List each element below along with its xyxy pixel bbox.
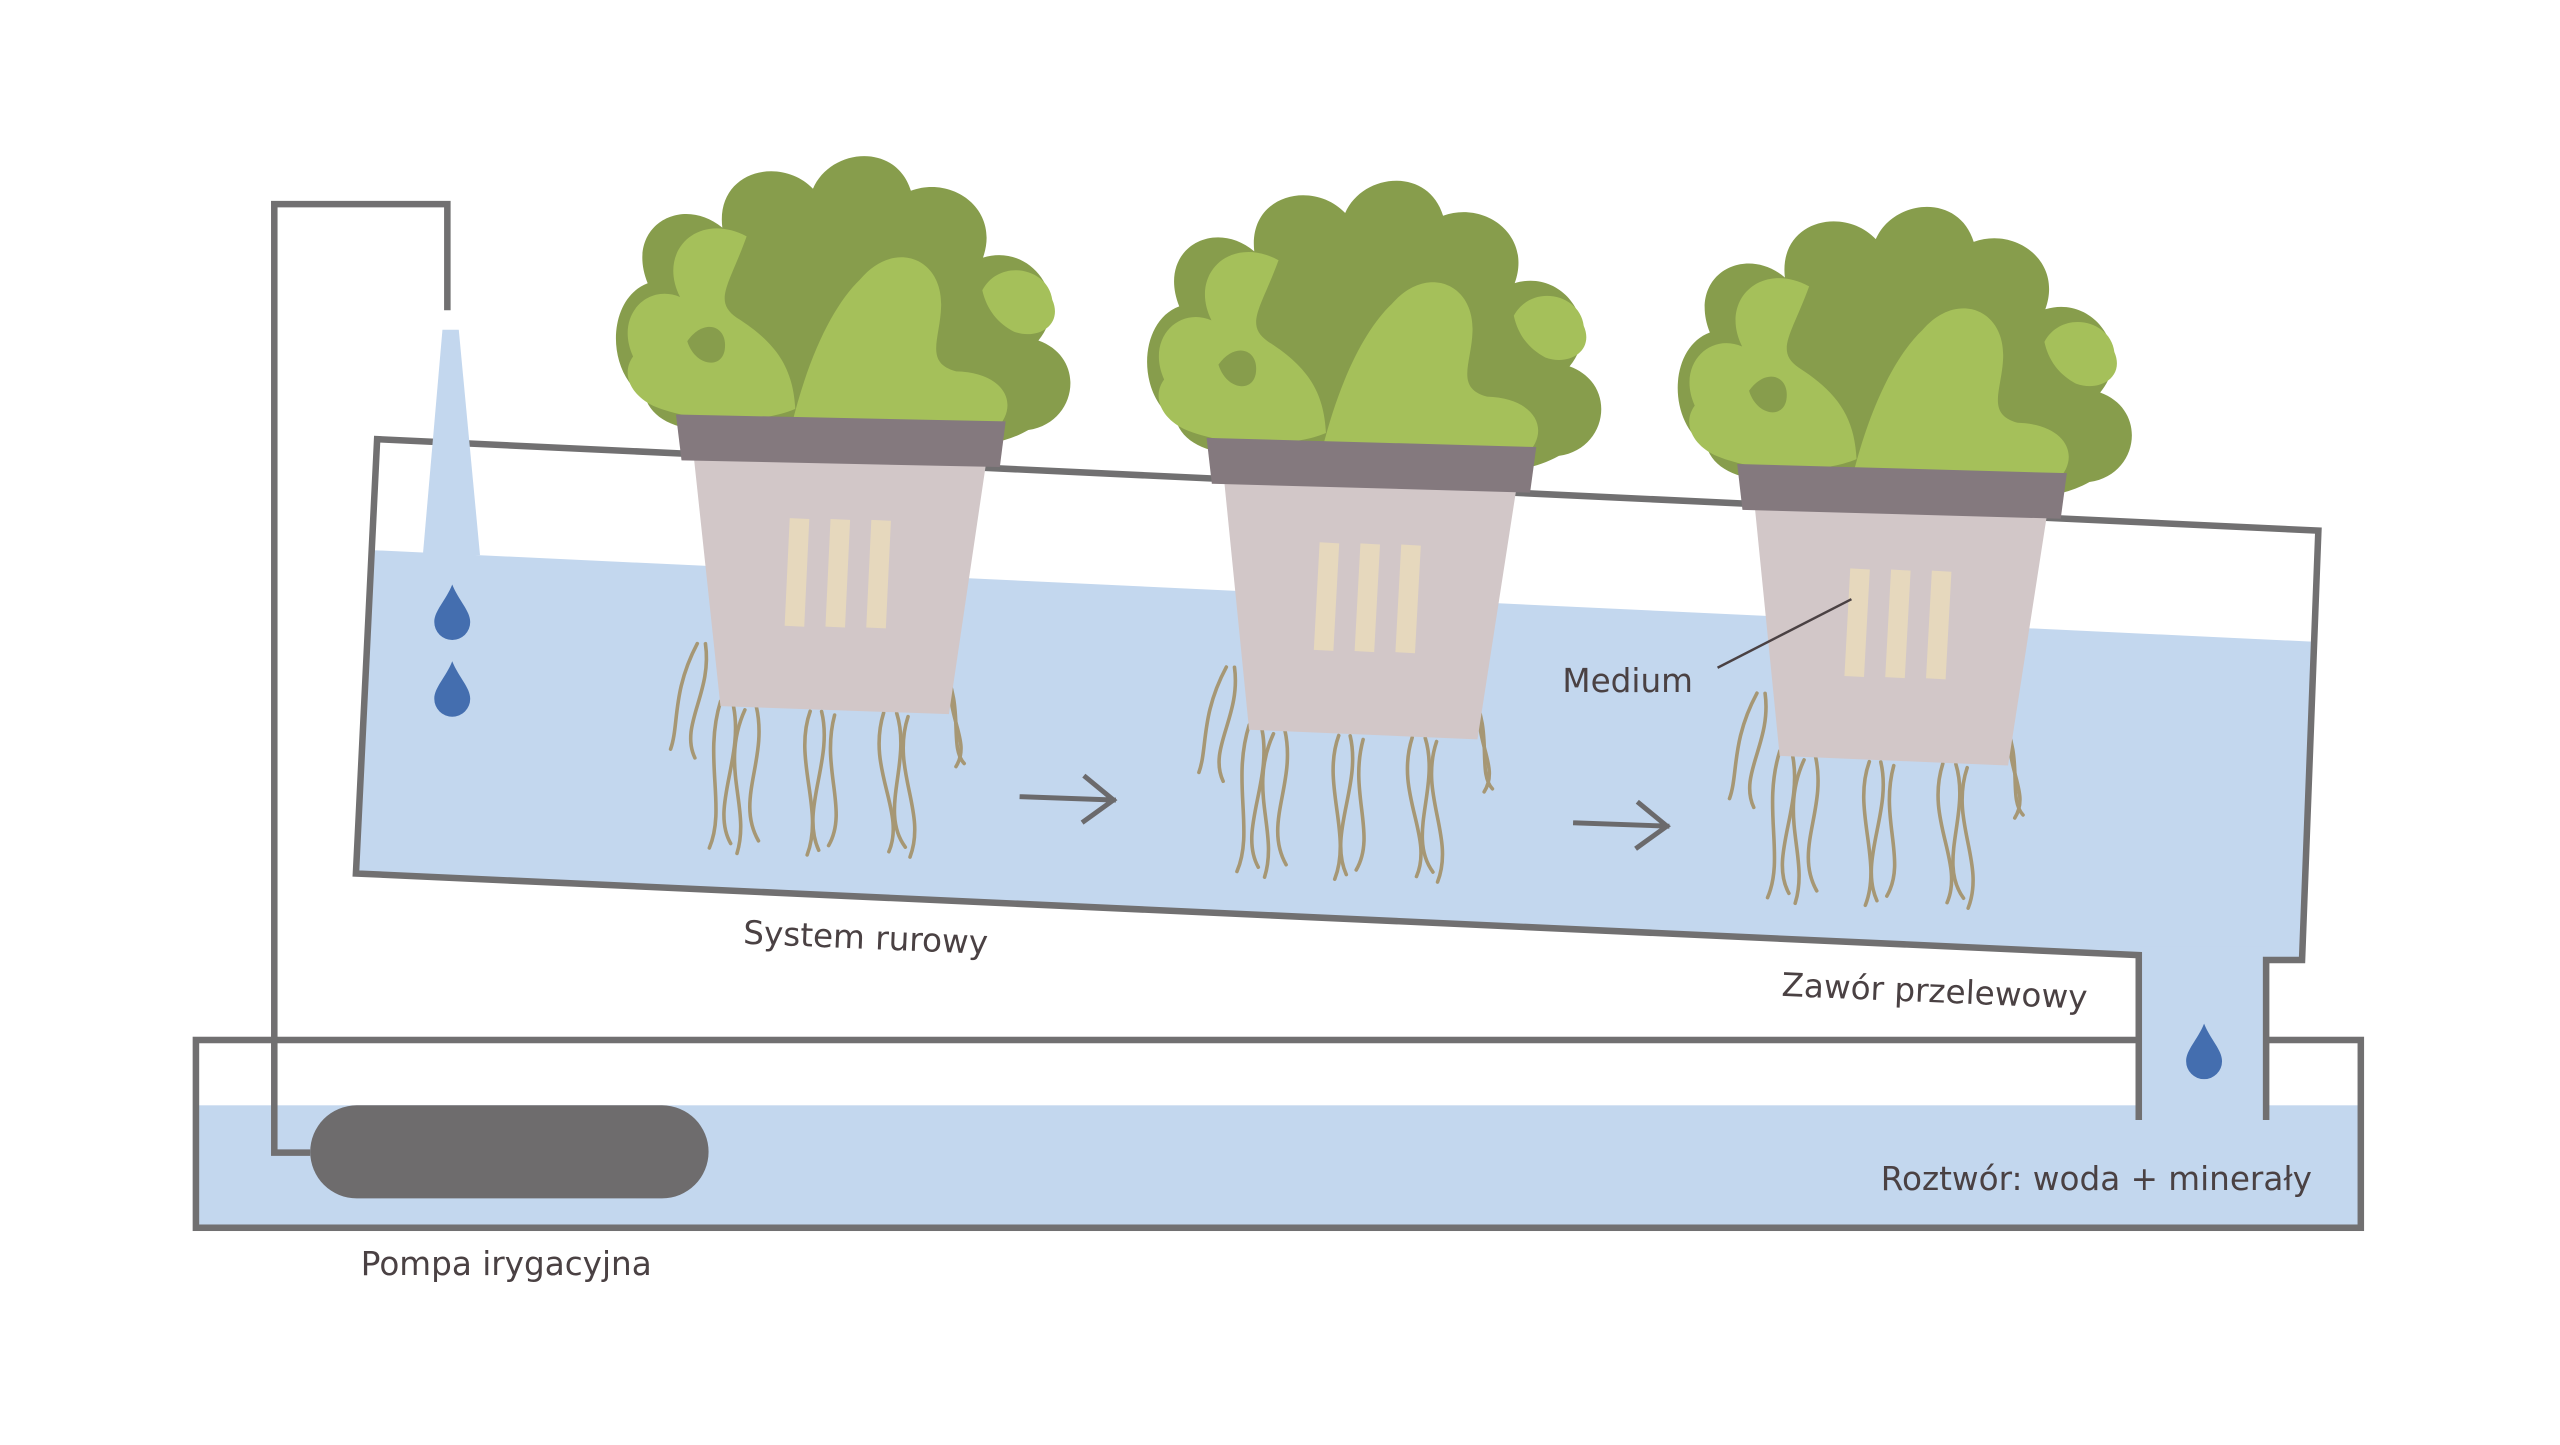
root-strand	[1197, 665, 1229, 775]
root-strand	[1869, 760, 1886, 903]
root-strand	[1861, 759, 1873, 908]
label-pump: Pompa irygacyjna	[361, 1245, 652, 1283]
pot-rim	[1737, 463, 2067, 519]
grow-medium	[1844, 568, 1952, 680]
plant-unit	[1677, 206, 2132, 910]
flow-arrow-2	[1572, 799, 1671, 851]
roots	[668, 641, 967, 859]
water-stream	[422, 329, 480, 556]
medium-strip	[1395, 544, 1421, 654]
reservoir-frame	[192, 1036, 2365, 1232]
root-strand	[1936, 761, 1954, 905]
medium-strip	[1313, 542, 1340, 651]
plant-unit	[1147, 180, 1602, 884]
root-strand	[1420, 736, 1435, 874]
grow-medium	[784, 518, 891, 629]
root-strand	[1951, 762, 1966, 901]
plants	[616, 156, 2132, 910]
root-strand	[1338, 734, 1355, 877]
lettuce-icon	[1147, 180, 1602, 471]
root-strand	[901, 714, 917, 859]
roots	[1197, 665, 1495, 884]
root-strand	[1249, 728, 1266, 870]
root-strand	[1791, 758, 1806, 906]
grow-medium	[1313, 542, 1421, 654]
root-strand	[811, 709, 827, 853]
medium-strip	[784, 518, 810, 627]
root-strand	[1806, 755, 1820, 893]
root-strand	[1235, 723, 1252, 874]
root-strand	[1217, 665, 1238, 784]
medium-strip	[1354, 543, 1381, 653]
arrow-right-icon	[1019, 773, 1118, 825]
roots	[1727, 691, 2025, 910]
inflow-spray	[422, 329, 480, 717]
root-strand	[802, 709, 815, 857]
lettuce-icon	[1677, 206, 2132, 497]
root-strand	[892, 711, 908, 849]
root-strand	[1780, 754, 1797, 896]
water-drop-icon	[434, 661, 471, 717]
supply-pipe	[271, 200, 451, 1156]
pump-assembly	[271, 200, 709, 1199]
medium-strip	[825, 518, 851, 628]
medium-strip	[1926, 570, 1952, 680]
overflow-drop-icon	[2186, 1023, 2223, 1080]
root-strand	[732, 708, 747, 856]
root-strand	[1727, 691, 1759, 801]
flow-arrow-1	[1019, 773, 1118, 825]
root-strand	[707, 699, 723, 850]
root-strand	[668, 641, 700, 751]
label-medium: Medium	[1562, 662, 1693, 700]
root-strand	[1331, 733, 1343, 881]
lettuce-icon	[616, 156, 1071, 446]
root-strand	[877, 711, 895, 854]
medium-leader-line	[1716, 598, 1852, 669]
medium-strip	[1885, 569, 1911, 679]
root-strand	[1260, 731, 1276, 879]
root-strand	[1960, 765, 1975, 910]
root-strand	[1885, 763, 1897, 898]
label-tube-system: System rurowy	[743, 914, 989, 962]
plant-unit	[616, 156, 1071, 859]
medium-strip	[1844, 568, 1870, 678]
pot-rim	[675, 414, 1006, 468]
root-strand	[826, 713, 838, 848]
root-strand	[722, 704, 738, 846]
label-overflow-valve: Zawór przelewowy	[1781, 966, 2088, 1017]
pot-rim	[1206, 437, 1537, 493]
root-strand	[1747, 691, 1768, 810]
root-strand	[1354, 737, 1366, 872]
root-strand	[748, 705, 761, 843]
water-drop-icon	[434, 584, 471, 640]
label-solution: Roztwór: woda + minerały	[1881, 1160, 2312, 1198]
root-strand	[688, 641, 709, 760]
root-strand	[1405, 735, 1423, 879]
root-strand	[1429, 739, 1445, 884]
root-strand	[1765, 749, 1782, 900]
root-strand	[1276, 728, 1290, 867]
arrow-right-icon	[1572, 799, 1671, 851]
medium-strip	[866, 519, 891, 629]
pump-icon	[310, 1105, 709, 1199]
